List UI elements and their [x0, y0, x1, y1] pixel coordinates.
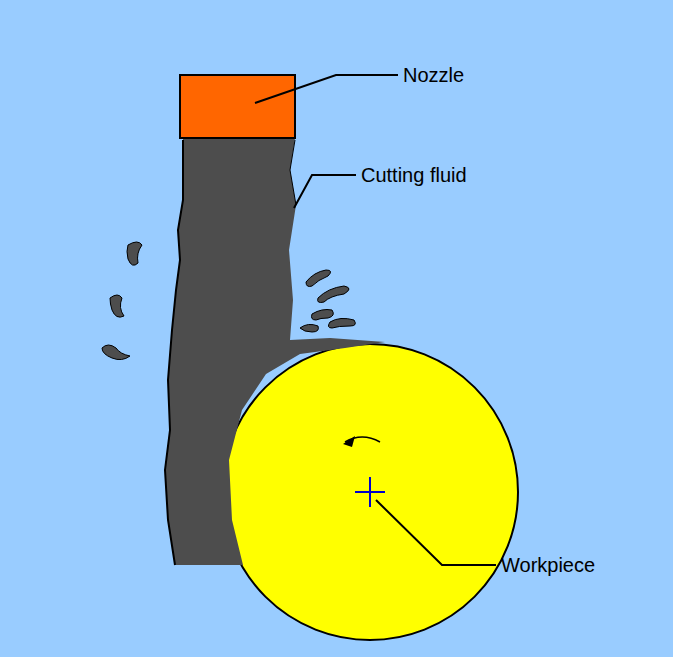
leader-lines — [255, 75, 496, 565]
fluid-edge — [290, 140, 296, 205]
center-mark — [355, 477, 385, 507]
splash-droplets — [102, 242, 355, 360]
part-label: Workpiece — [501, 555, 595, 575]
rotation-arrowhead — [343, 436, 355, 447]
fluid-jet — [165, 138, 385, 565]
nozzle-block — [180, 75, 295, 138]
part-label: Cutting fluid — [361, 165, 467, 185]
workpiece-disc — [222, 344, 518, 640]
fluid-edge — [165, 140, 183, 565]
part-label: Nozzle — [403, 65, 464, 85]
